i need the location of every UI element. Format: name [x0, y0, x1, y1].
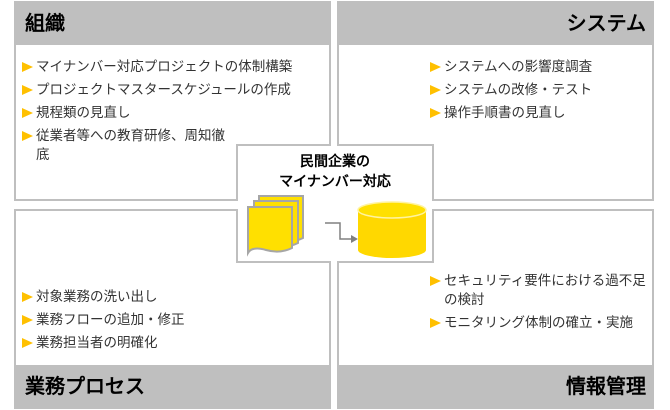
- panel-title-info-management: 情報管理: [566, 374, 646, 398]
- bullet-triangle-icon: [22, 108, 33, 118]
- list-item: 従業者等への教育研修、周知徹底: [22, 127, 236, 165]
- panel-title-organization: 組織: [25, 11, 65, 35]
- bullet-triangle-icon: [430, 62, 441, 72]
- list-item: モニタリング体制の確立・実施: [430, 314, 646, 333]
- organization-list: マイナンバー対応プロジェクトの体制構築 プロジェクトマスタースケジュールの作成 …: [22, 58, 327, 169]
- bullet-triangle-icon: [22, 292, 33, 302]
- bullet-triangle-icon: [430, 318, 441, 328]
- documents-icon: [247, 195, 304, 257]
- center-title: 民間企業の マイナンバー対応: [240, 152, 430, 192]
- bullet-triangle-icon: [22, 85, 33, 95]
- database-icon: [357, 201, 427, 258]
- list-item: セキュリティ要件における過不足の検討: [430, 272, 646, 310]
- panel-title-system: システム: [566, 11, 646, 35]
- info-management-list: セキュリティ要件における過不足の検討 モニタリング体制の確立・実施: [430, 272, 646, 337]
- list-item: システムの改修・テスト: [430, 81, 650, 100]
- bullet-triangle-icon: [22, 338, 33, 348]
- business-process-list: 対象業務の洗い出し 業務フローの追加・修正 業務担当者の明確化: [22, 288, 322, 357]
- list-item: 対象業務の洗い出し: [22, 288, 322, 307]
- bullet-triangle-icon: [22, 62, 33, 72]
- list-item: マイナンバー対応プロジェクトの体制構築: [22, 58, 327, 77]
- bullet-triangle-icon: [430, 85, 441, 95]
- bullet-triangle-icon: [22, 315, 33, 325]
- panel-title-business-process: 業務プロセス: [25, 374, 145, 398]
- list-item: 規程類の見直し: [22, 104, 327, 123]
- system-list: システムへの影響度調査 システムの改修・テスト 操作手順書の見直し: [430, 58, 650, 127]
- bullet-triangle-icon: [430, 276, 441, 286]
- bullet-triangle-icon: [22, 131, 33, 141]
- list-item: 業務フローの追加・修正: [22, 311, 322, 330]
- list-item: プロジェクトマスタースケジュールの作成: [22, 81, 327, 100]
- center-title-line2: マイナンバー対応: [279, 174, 391, 190]
- list-item: 業務担当者の明確化: [22, 334, 322, 353]
- arrow-icon: [325, 222, 358, 243]
- bullet-triangle-icon: [430, 108, 441, 118]
- list-item: 操作手順書の見直し: [430, 104, 650, 123]
- list-item: システムへの影響度調査: [430, 58, 650, 77]
- center-title-line1: 民間企業の: [300, 154, 370, 170]
